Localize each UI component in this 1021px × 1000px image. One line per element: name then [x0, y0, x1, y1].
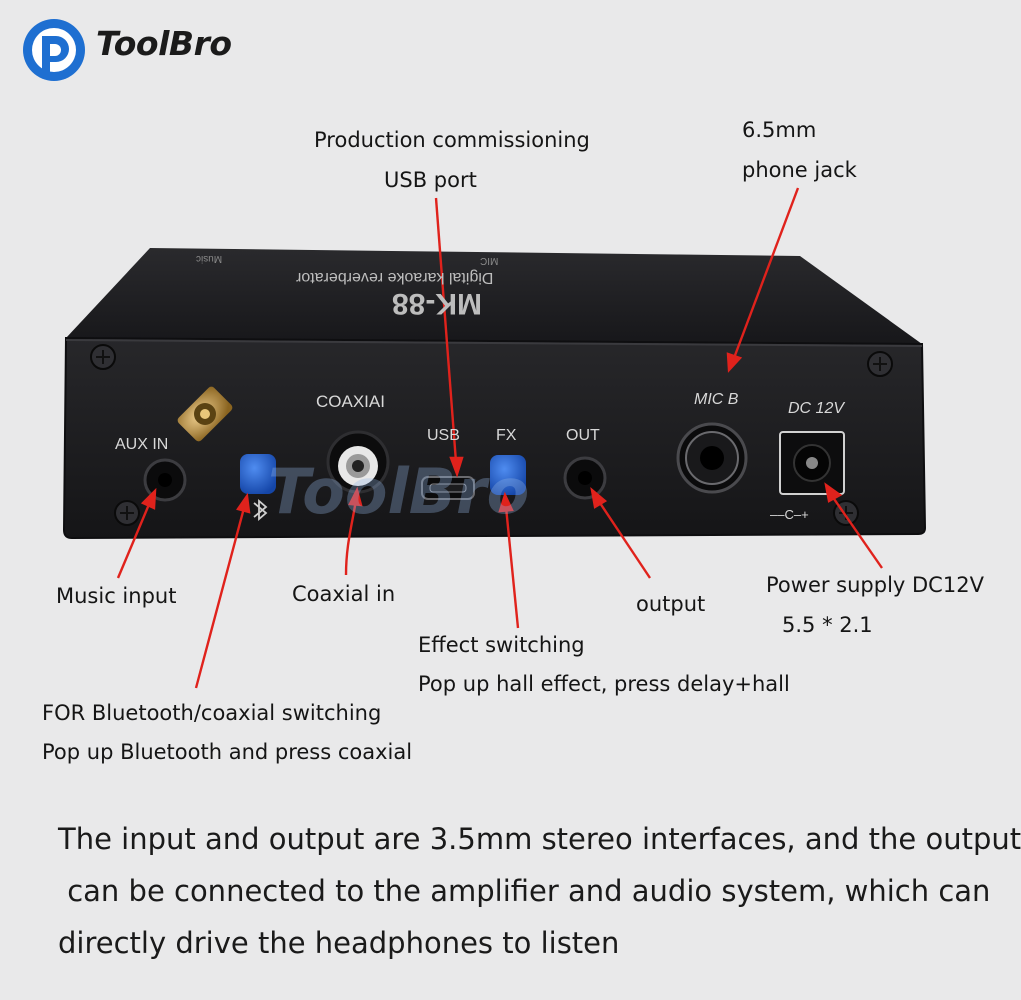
callout-coaxial-in: Coaxial in	[292, 582, 396, 606]
logo-p-icon	[23, 19, 85, 81]
callout-effect-title: Effect switching	[418, 633, 585, 657]
port-label-usb: USB	[427, 427, 460, 444]
watermark: ToolBro	[268, 455, 530, 528]
device-subtitle: Digital karaoke reverberator	[296, 269, 494, 286]
output-jack-icon	[563, 456, 607, 500]
device-top-mic: MIC	[480, 255, 499, 266]
port-label-mic-b: MIC B	[694, 391, 739, 408]
callout-effect-desc: Pop up hall effect, press delay+hall	[418, 672, 790, 696]
usb-port-icon	[421, 476, 475, 500]
note-line-3: directly drive the headphones to listen	[58, 926, 620, 960]
mic-jack-icon	[676, 422, 748, 494]
port-label-aux-in: AUX IN	[115, 436, 169, 453]
callout-bluetooth-title: FOR Bluetooth/coaxial switching	[42, 701, 382, 725]
device-top-panel	[66, 248, 922, 344]
coaxial-jack-icon	[326, 430, 390, 494]
callout-usb-title: Production commissioning	[314, 128, 590, 152]
brand-name: ToolBro	[96, 24, 232, 63]
callout-output: output	[636, 592, 706, 616]
note-line-2: can be connected to the amplifier and au…	[58, 874, 991, 908]
dc-power-jack-icon	[779, 431, 845, 495]
callout-arrows	[116, 187, 883, 689]
fx-button-icon	[490, 455, 526, 495]
port-label-polarity: ––C–+	[770, 507, 809, 522]
callout-power: Power supply DC12V	[766, 573, 984, 597]
port-label-out: OUT	[566, 427, 600, 444]
device-model: MK-88	[392, 287, 483, 320]
brand-logo	[23, 19, 85, 81]
callout-jack-size: 6.5mm	[742, 118, 817, 142]
callout-usb-subtitle: USB port	[384, 168, 477, 192]
callout-power-size: 5.5 * 2.1	[782, 613, 873, 637]
callout-music-input: Music input	[56, 584, 177, 608]
port-label-coaxial: COAXIAI	[316, 392, 385, 411]
device-illustration	[62, 187, 927, 689]
callout-bluetooth-desc: Pop up Bluetooth and press coaxial	[42, 740, 413, 764]
bluetooth-switch-button-icon	[240, 454, 276, 494]
callout-jack-name: phone jack	[742, 158, 857, 182]
bluetooth-icon	[253, 499, 268, 521]
device-top-music: Music	[196, 253, 223, 264]
port-label-dc: DC 12V	[788, 400, 845, 417]
antenna-connector-icon	[177, 386, 233, 442]
note-line-1: The input and output are 3.5mm stereo in…	[58, 822, 1021, 856]
port-label-fx: FX	[496, 427, 517, 444]
